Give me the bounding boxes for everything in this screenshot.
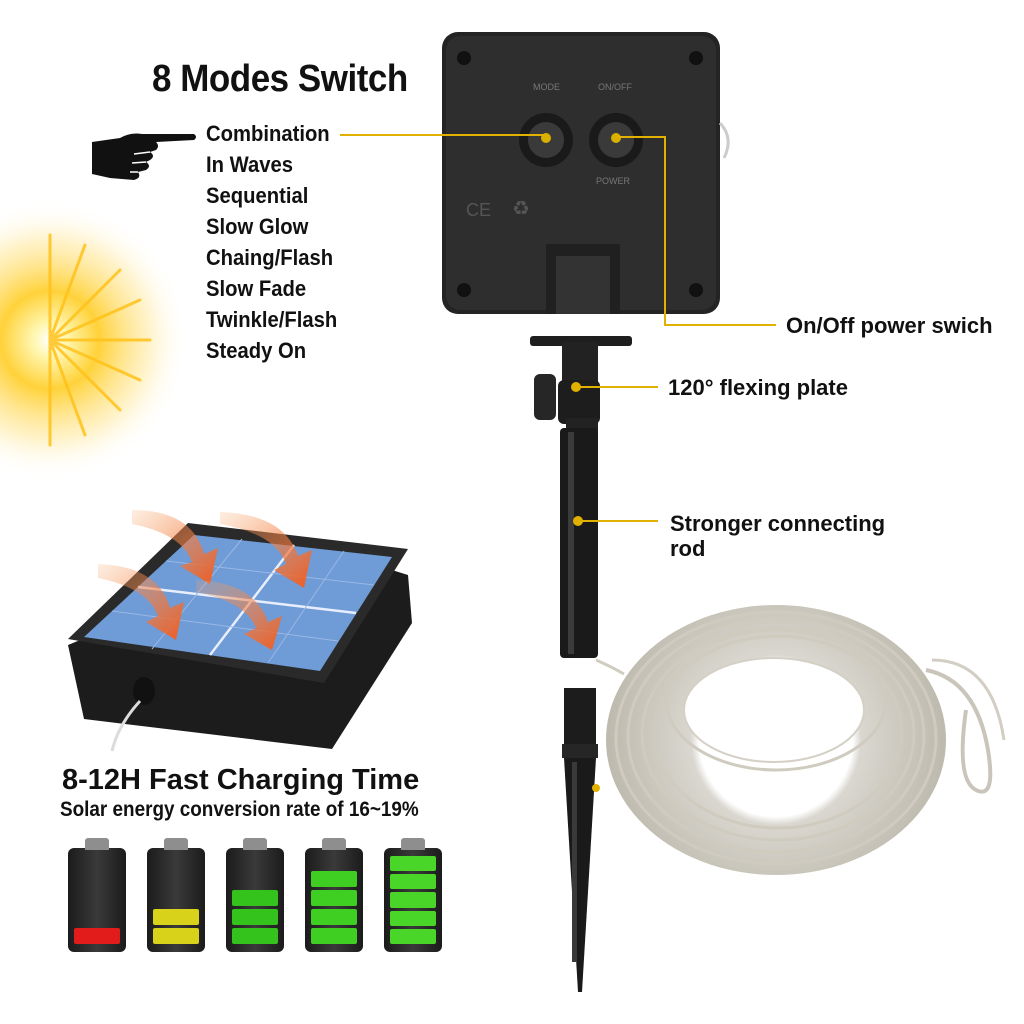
mode-item: Chaing/Flash — [206, 245, 334, 270]
conversion-rate-subtitle: Solar energy conversion rate of 16~19% — [60, 798, 419, 821]
mode-item: Sequential — [206, 183, 309, 208]
power-leader-line-v — [664, 136, 666, 326]
spike-marker — [592, 784, 600, 792]
battery-icon — [226, 838, 284, 952]
rod-label-line2: rod — [670, 536, 706, 561]
battery-cap — [85, 838, 109, 850]
battery-icon — [68, 838, 126, 952]
ce-mark: CE — [466, 200, 492, 220]
battery-segment — [390, 928, 436, 944]
pointing-hand-icon — [92, 133, 196, 180]
modes-list: Combination In Waves Sequential Slow Glo… — [206, 120, 349, 368]
battery-segment — [311, 928, 357, 944]
recycle-icon: ♻ — [512, 198, 530, 220]
flex-plate-marker — [571, 382, 581, 392]
battery-segment — [311, 871, 357, 887]
mode-item: Slow Fade — [206, 276, 307, 301]
battery-cap — [164, 838, 188, 850]
battery-segment — [153, 909, 199, 925]
control-box — [442, 32, 730, 314]
battery-segment — [232, 890, 278, 906]
power-switch-label: On/Off power swich — [786, 313, 993, 338]
power-leader-line-h — [664, 324, 776, 326]
rod-marker — [573, 516, 583, 526]
mounting-stake — [530, 336, 632, 992]
rod-label-line1: Stronger connecting — [670, 511, 886, 536]
power-leader-line-t — [616, 136, 666, 138]
mode-item: Twinkle/Flash — [206, 307, 338, 332]
combination-leader-line — [340, 134, 544, 136]
power-label: POWER — [596, 176, 631, 186]
battery-icon — [384, 838, 442, 952]
onoff-button-label: ON/OFF — [598, 82, 632, 92]
sunlight-arrows — [98, 510, 312, 650]
battery-icon — [147, 838, 205, 952]
battery-cap — [243, 838, 267, 850]
battery-segment — [232, 928, 278, 944]
mode-item: Slow Glow — [206, 214, 309, 239]
flex-plate-label: 120° flexing plate — [668, 375, 848, 400]
sun-illustration — [0, 200, 180, 480]
mode-item: Combination — [206, 121, 330, 146]
battery-segment — [153, 928, 199, 944]
battery-segment — [232, 909, 278, 925]
mode-button-label: MODE — [533, 82, 560, 92]
battery-cap — [322, 838, 346, 850]
battery-segment — [390, 910, 436, 926]
battery-icon — [305, 838, 363, 952]
mode-item: In Waves — [206, 152, 293, 177]
rod-leader-line — [582, 520, 658, 522]
battery-cap — [401, 838, 425, 850]
battery-segment — [311, 890, 357, 906]
modes-title: 8 Modes Switch — [152, 58, 408, 100]
battery-segment — [311, 909, 357, 925]
flex-plate-leader-line — [580, 386, 658, 388]
battery-segment — [390, 874, 436, 890]
battery-segment — [390, 892, 436, 908]
battery-segment — [74, 928, 120, 944]
rope-light-coil — [596, 605, 1006, 875]
battery-segment — [390, 855, 436, 872]
mode-item: Steady On — [206, 338, 307, 363]
charging-time-title: 8-12H Fast Charging Time — [62, 764, 420, 796]
